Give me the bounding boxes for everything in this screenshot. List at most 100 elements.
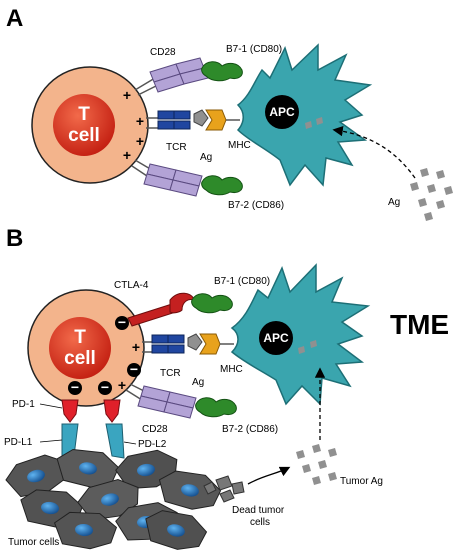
t-cell-label-line1-b: T bbox=[74, 327, 86, 348]
b71-label-a: B7-1 (CD80) bbox=[226, 44, 282, 55]
apc-body-b bbox=[230, 263, 371, 406]
apc-nucleus-b bbox=[259, 321, 293, 355]
antigen-b-in2 bbox=[310, 340, 317, 348]
b71-label-b: B7-1 (CD80) bbox=[214, 276, 270, 287]
t-cell-label-line1-a: T bbox=[78, 104, 90, 125]
t-cell-core-a bbox=[53, 94, 115, 156]
tumor-cell-9 bbox=[145, 510, 208, 550]
cd28-b72-pair-a: B7-2 (CD86) bbox=[131, 159, 284, 211]
tcr-mhc-complex-a: TCR Ag MHC bbox=[146, 109, 251, 163]
dead-tumor-cells: Dead tumor cells bbox=[203, 466, 291, 528]
tcr-b-4 bbox=[167, 344, 185, 354]
apc-body-a bbox=[236, 43, 373, 187]
tcr-label-a: TCR bbox=[166, 142, 187, 153]
pdl2 bbox=[105, 423, 125, 459]
b71-a bbox=[201, 61, 243, 82]
t-cell-label-line2-a: cell bbox=[68, 125, 100, 146]
apc-cell-b: APC bbox=[230, 263, 371, 406]
apc-label-a: APC bbox=[269, 105, 295, 119]
mhc-b bbox=[199, 333, 221, 355]
sign-b-2: + bbox=[132, 339, 140, 355]
sign-b-4: − bbox=[101, 379, 109, 395]
tumor-cell-1 bbox=[5, 454, 67, 498]
tumor-cell-2 bbox=[56, 448, 120, 488]
antigen-a-in2 bbox=[316, 117, 323, 125]
ctla4-head bbox=[169, 292, 195, 314]
sign-b-5-bg bbox=[127, 363, 141, 377]
mhc-label-a: MHC bbox=[228, 140, 251, 151]
b72-b bbox=[195, 397, 237, 418]
pd1-label: PD-1 bbox=[12, 399, 35, 410]
cd28-b71-pair-a: CD28 B7-1 (CD80) bbox=[134, 44, 282, 96]
ag-bound-b bbox=[187, 333, 203, 351]
cd28-b-d4 bbox=[163, 401, 194, 419]
ag-label-b: Ag bbox=[192, 377, 204, 388]
tcr-b-3 bbox=[167, 334, 185, 344]
panel-a-label: A bbox=[6, 5, 23, 32]
sign-b-3: − bbox=[71, 379, 79, 395]
t-cell-b: T cell − + − − − + bbox=[27, 289, 145, 407]
panel-a: A APC T cell + + + + bbox=[6, 5, 453, 221]
pdl2-label: PD-L2 bbox=[138, 439, 167, 450]
pd1-left bbox=[61, 399, 79, 423]
ctla4-stalk bbox=[127, 303, 177, 327]
sign-b-3-bg bbox=[68, 381, 82, 395]
cd28-bottom-a-d4 bbox=[169, 179, 200, 197]
tumor-cells: Tumor cells bbox=[5, 448, 222, 550]
ctla4-b71-pair: CTLA-4 B7-1 (CD80) bbox=[114, 276, 270, 327]
tcr-a-1 bbox=[157, 110, 175, 120]
sign-a-3: + bbox=[123, 147, 131, 163]
sign-b-5: − bbox=[130, 361, 138, 377]
pdl1-label: PD-L1 bbox=[4, 437, 33, 448]
b72-label-a: B7-2 (CD86) bbox=[228, 200, 284, 211]
uptake-arrow-a bbox=[332, 125, 416, 179]
tumor-cell-7 bbox=[53, 511, 118, 550]
tcr-a-4 bbox=[173, 120, 191, 130]
apc-nucleus-a bbox=[265, 95, 299, 129]
antigen-a-in1 bbox=[305, 121, 312, 129]
dead-tumor-label-line2: cells bbox=[250, 517, 270, 528]
tcr-mhc-complex-b: TCR Ag MHC bbox=[142, 333, 243, 388]
tumor-antigen-b: Tumor Ag bbox=[296, 367, 383, 487]
sign-a-1: + bbox=[123, 87, 131, 103]
tcr-b-1 bbox=[151, 334, 169, 344]
b72-label-b: B7-2 (CD86) bbox=[222, 424, 278, 435]
panel-b: B TME APC T cell − + − − − + bbox=[4, 225, 449, 550]
tumor-ag-label: Tumor Ag bbox=[340, 476, 383, 487]
cd28-b72-pair-b: CD28 B7-2 (CD86) bbox=[125, 383, 278, 435]
pd1-right bbox=[103, 399, 121, 423]
mhc-label-b: MHC bbox=[220, 364, 243, 375]
ctla4-label: CTLA-4 bbox=[114, 280, 149, 291]
panel-b-label: B bbox=[6, 225, 23, 252]
tcr-label-b: TCR bbox=[160, 368, 181, 379]
sign-b-6: + bbox=[118, 377, 126, 393]
ag-label-a: Ag bbox=[200, 152, 212, 163]
mhc-a bbox=[205, 109, 227, 131]
cd28-label-b: CD28 bbox=[142, 424, 168, 435]
b72-a bbox=[201, 175, 243, 196]
ag-free-label-a: Ag bbox=[388, 197, 400, 208]
dead-tumor-label-line1: Dead tumor bbox=[232, 505, 285, 516]
free-antigen-a: Ag bbox=[332, 125, 453, 221]
tcr-b-2 bbox=[151, 344, 169, 354]
b71-b bbox=[191, 293, 233, 314]
t-cell-core-b bbox=[49, 317, 111, 379]
cd28-label-a: CD28 bbox=[150, 47, 176, 58]
sign-a-4: + bbox=[136, 133, 144, 149]
apc-label-b: APC bbox=[263, 331, 289, 345]
ag-bound-a bbox=[193, 109, 209, 127]
sign-a-2: + bbox=[136, 113, 144, 129]
tumor-cell-4 bbox=[158, 470, 222, 510]
t-cell-a: T cell + + + + bbox=[31, 66, 149, 184]
sign-b-4-bg bbox=[98, 381, 112, 395]
antigen-b-in1 bbox=[298, 346, 305, 354]
apc-cell-a: APC bbox=[236, 43, 373, 187]
tcr-a-2 bbox=[157, 120, 175, 130]
t-cell-label-line2-b: cell bbox=[64, 348, 96, 369]
tcr-a-3 bbox=[173, 110, 191, 120]
release-arrow bbox=[247, 466, 291, 485]
sign-b-1: − bbox=[118, 314, 126, 330]
tumor-cells-label: Tumor cells bbox=[8, 537, 59, 548]
tme-label: TME bbox=[390, 309, 449, 340]
